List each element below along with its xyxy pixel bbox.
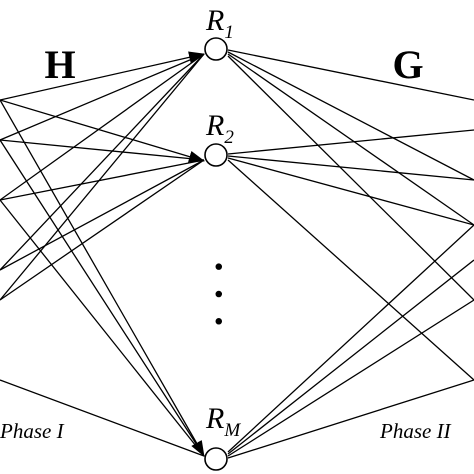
relay-label-rm-base: R xyxy=(205,402,224,435)
relay-label-r2-base: R xyxy=(205,109,224,142)
relay-label-r1-base: R xyxy=(205,4,224,37)
edge-src5-r1 xyxy=(0,53,205,301)
relay-label-r2-sub: 2 xyxy=(224,127,234,148)
relay-label-rm: RM xyxy=(205,402,241,441)
channel-g-label: G xyxy=(392,42,423,87)
edge-src4-r1 xyxy=(0,53,205,271)
relay-node-r1 xyxy=(204,37,228,61)
edge-rm-dst2 xyxy=(227,259,474,455)
vertical-ellipsis: · · · xyxy=(197,260,242,330)
edge-rm-dst3 xyxy=(227,299,474,457)
edge-src3-r1 xyxy=(0,53,205,201)
relay-label-r1: R1 xyxy=(205,4,234,43)
edge-src4-r2 xyxy=(0,159,205,271)
edge-rm-dst1 xyxy=(227,224,474,453)
edge-r2-dst3 xyxy=(227,157,474,226)
edge-rm-dst4 xyxy=(227,379,474,459)
relay-node-rm xyxy=(204,447,228,471)
edge-r2-dst1 xyxy=(227,129,474,155)
edge-src3-rm xyxy=(0,199,205,457)
edge-src2-rm xyxy=(0,139,205,457)
relay-label-r1-sub: 1 xyxy=(224,22,234,43)
edge-r2-dst2 xyxy=(227,155,474,181)
phase-2-label: Phase II xyxy=(379,419,452,443)
edge-src5-r2 xyxy=(0,159,205,301)
edge-src1-r1 xyxy=(0,51,205,101)
phase-2-edges xyxy=(227,49,474,459)
edge-src6-rm xyxy=(0,379,205,457)
channel-h-label: H xyxy=(44,42,75,87)
relay-label-r2: R2 xyxy=(205,109,234,148)
edge-r1-dst4 xyxy=(227,55,474,301)
edge-src2-r2 xyxy=(0,139,205,161)
edge-r2-dst4 xyxy=(227,159,474,381)
edge-src2-r1 xyxy=(0,53,205,141)
edge-r1-dst2 xyxy=(227,51,474,181)
edge-src1-rm xyxy=(0,99,205,457)
edge-r1-dst1 xyxy=(227,49,474,101)
edge-r1-dst3 xyxy=(227,53,474,226)
relay-label-rm-sub: M xyxy=(223,420,241,441)
phase-1-label: Phase I xyxy=(0,419,65,443)
edge-src3-r2 xyxy=(0,159,205,201)
relay-node-r2 xyxy=(204,143,228,167)
edge-src1-r2 xyxy=(0,99,205,163)
phase-1-edges xyxy=(0,51,205,457)
